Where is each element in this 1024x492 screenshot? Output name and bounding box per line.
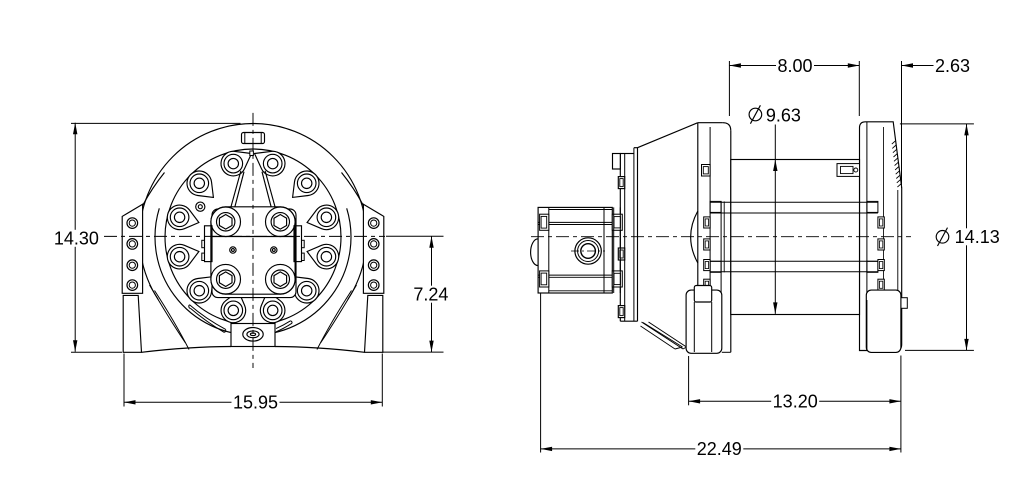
svg-text:2.63: 2.63 [935,56,970,76]
svg-text:22.49: 22.49 [697,439,742,459]
svg-text:7.24: 7.24 [413,285,448,305]
svg-text:14.13: 14.13 [955,227,1000,247]
svg-text:8.00: 8.00 [777,56,812,76]
svg-text:13.20: 13.20 [773,392,818,412]
svg-text:15.95: 15.95 [233,393,278,413]
svg-text:14.30: 14.30 [54,229,99,249]
svg-text:9.63: 9.63 [766,105,801,125]
